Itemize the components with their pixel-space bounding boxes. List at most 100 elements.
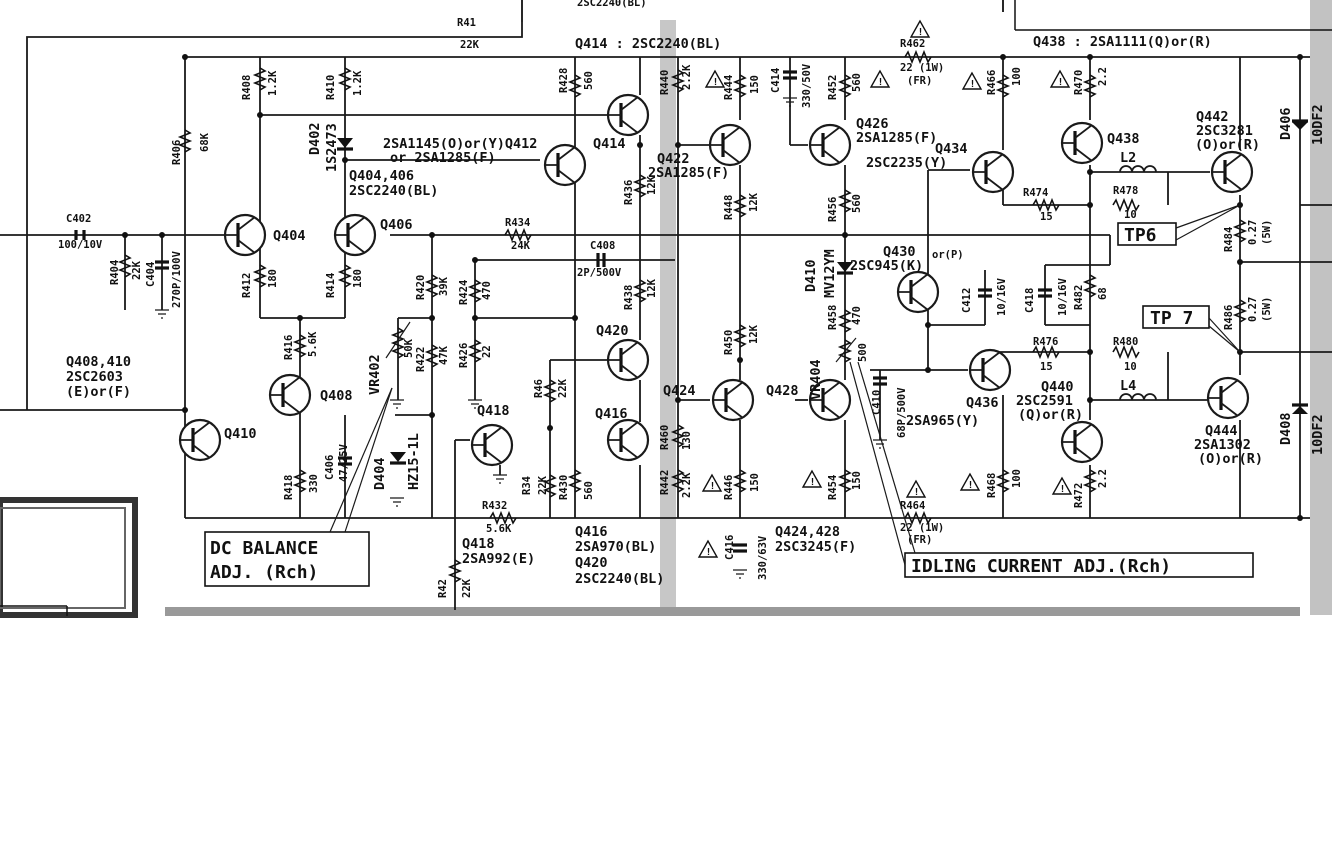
transistor-q436 <box>968 348 1012 392</box>
warning-icon: ! <box>801 469 823 488</box>
caption: 2SA1145(O)or(Y)Q412 <box>383 136 537 152</box>
res-ref: R444 <box>723 75 735 100</box>
res-value: 22K <box>537 475 549 495</box>
res-value: 470 <box>851 306 863 325</box>
res-ref: R466 <box>986 70 998 95</box>
res-value: 22 (1W) <box>900 62 944 74</box>
part-value: 10/16V <box>1057 277 1069 316</box>
res-ref: R422 <box>415 347 427 372</box>
res-ref: R412 <box>241 273 253 298</box>
label-layer: 2SC2240(BL) R41 22K Q414 : 2SC2240(BL) Q… <box>58 0 1326 598</box>
res-ref: R482 <box>1073 285 1085 310</box>
res-ref: R434 <box>505 217 530 229</box>
svg-text:!: ! <box>918 27 924 38</box>
caption: 2SC3245(F) <box>775 539 856 555</box>
warning-icon: ! <box>959 472 981 491</box>
svg-text:!: ! <box>968 480 974 491</box>
caption: (O)or(R) <box>1198 451 1263 467</box>
transistor-q410: Q410 <box>178 418 257 462</box>
transistor-label: Q420 <box>596 323 629 339</box>
transistor-label: Q410 <box>224 426 257 442</box>
transistor-label: Q428 <box>766 383 799 399</box>
res-ref: R414 <box>325 273 337 298</box>
part-ref: C410 <box>871 390 883 415</box>
caption: 2SC3281 <box>1196 123 1253 139</box>
res-value: 22K <box>557 378 569 398</box>
res-ref: R432 <box>482 500 507 512</box>
res-value: 12K <box>748 324 760 344</box>
part-ref: D402 <box>307 122 323 155</box>
res-value: 47K <box>438 345 450 365</box>
caption: 2SA1285(F) <box>856 130 937 146</box>
caption: 2SA1285(F) <box>648 165 729 181</box>
res-ref: R484 <box>1223 227 1235 252</box>
res-ref: R430 <box>558 475 570 500</box>
caption: Q430 <box>883 244 916 260</box>
caption: 2SA992(E) <box>462 551 535 567</box>
transistor-q444 <box>1206 376 1250 420</box>
caption: 2SA970(BL) <box>575 539 656 555</box>
transistor-q438: Q438 <box>1060 121 1140 165</box>
res-value: 68K <box>199 132 211 152</box>
part-ref: C404 <box>145 262 157 287</box>
part-value: 330/50V <box>801 63 813 108</box>
caption: Q404,406 <box>349 168 414 184</box>
part-value: 2P/500V <box>577 267 622 279</box>
res-ref: R440 <box>659 70 671 95</box>
res-value: 150 <box>851 471 863 490</box>
test-point-tp7: TP 7 <box>1142 305 1241 353</box>
res-ref: R438 <box>623 285 635 310</box>
dc-balance-line2: ADJ. (Rch) <box>210 562 318 583</box>
res-value: 560 <box>583 481 595 500</box>
res-ref: R450 <box>723 330 735 355</box>
part-value: HZ15-1L <box>406 433 422 490</box>
caption: Q444 <box>1205 423 1238 439</box>
res-value: 22K <box>460 39 480 51</box>
part-ref: C412 <box>961 288 973 313</box>
res-value: 1.2K <box>267 70 279 96</box>
caption: Q436 <box>966 395 999 411</box>
warning-layer: !!!!!!!!!!! <box>697 19 1073 558</box>
res-value: 560 <box>851 194 863 213</box>
transistor-label: Q424 <box>663 383 696 399</box>
dc-balance-line1: DC BALANCE <box>210 538 318 559</box>
res-ref: R46 <box>533 379 545 398</box>
transistor-q420: Q420 <box>596 323 650 382</box>
wiring <box>0 22 1332 610</box>
transistor-q440 <box>1060 420 1104 464</box>
svg-text:!: ! <box>970 79 976 90</box>
caption: (Q)or(R) <box>1018 407 1083 423</box>
res-value: 24K <box>511 240 531 252</box>
misc-symbols <box>74 54 1308 579</box>
caption: 2SC2235(Y) <box>866 155 947 171</box>
part-value: 47/25V <box>338 443 350 482</box>
svg-text:!: ! <box>710 481 716 492</box>
transistor-label: Q418 <box>477 403 510 419</box>
svg-text:!: ! <box>1058 77 1064 88</box>
res-ref: R480 <box>1113 336 1138 348</box>
res-ref: R486 <box>1223 305 1235 330</box>
extra-text: (5W) <box>1261 297 1273 322</box>
res-ref: R458 <box>827 305 839 330</box>
res-ref: R424 <box>458 280 470 305</box>
transistor-q430 <box>896 270 940 314</box>
res-value: 15 <box>1040 211 1053 223</box>
res-value: 560 <box>583 71 595 90</box>
res-value: 10 <box>1124 361 1137 373</box>
transistor-q426 <box>808 123 852 167</box>
part-ref: VR402 <box>367 354 383 395</box>
part-value: 330/63V <box>757 535 769 580</box>
res-ref: R406 <box>171 140 183 165</box>
part-ref: C408 <box>590 240 615 252</box>
res-value: 2.2 <box>1097 67 1109 86</box>
caption: Q442 <box>1196 109 1229 125</box>
transistor-q408: Q408 <box>268 373 353 417</box>
warning-icon: ! <box>697 539 719 558</box>
res-value: 0.27 <box>1247 297 1259 322</box>
warning-icon: ! <box>1051 476 1073 495</box>
res-ref: R436 <box>623 180 635 205</box>
res-value: 2.2K <box>681 64 693 90</box>
part-value: 100/10V <box>58 239 103 251</box>
idling-current-label: IDLING CURRENT ADJ.(Rch) <box>911 556 1171 577</box>
warning-icon: ! <box>1049 69 1071 88</box>
